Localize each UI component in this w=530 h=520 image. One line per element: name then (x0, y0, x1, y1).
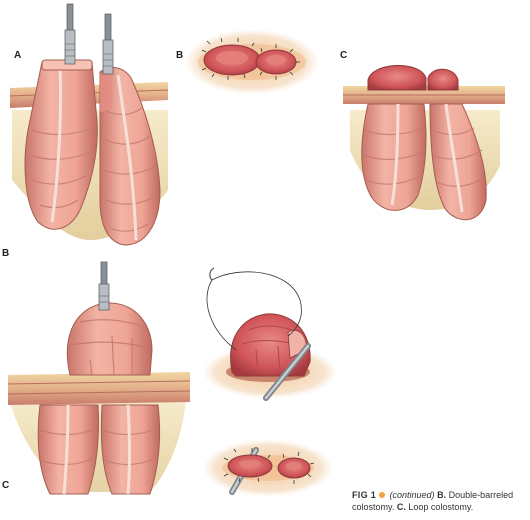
clamp-icon (98, 261, 110, 311)
panel-c-loop-illustration (7, 261, 191, 495)
caption-accent-dot (379, 492, 386, 499)
panel-label-c-top: C (340, 50, 348, 61)
panel-c-illustration (343, 65, 505, 221)
figure-caption: FIG 1 (continued) B. Double-barreled col… (352, 489, 527, 513)
panel-b-top-view (186, 30, 318, 94)
caption-continued: (continued) (389, 490, 435, 500)
panel-label-b-row: B (2, 248, 10, 259)
clamp-icon (102, 13, 114, 75)
caption-b-text: Double-barreled colostomy. (352, 490, 514, 512)
caption-c-text: Loop colostomy. (408, 502, 474, 512)
clamp-icon (64, 3, 76, 65)
caption-fig-number: FIG 1 (352, 490, 377, 500)
suture-needle-icon (206, 267, 302, 351)
panel-c-loop-top-view (204, 440, 332, 496)
panel-c-loop-rod-view (204, 267, 336, 401)
rod-icon (263, 343, 311, 401)
caption-c-label: C. (396, 502, 406, 512)
caption-b-label: B. (437, 490, 447, 500)
panel-label-a: A (14, 50, 22, 61)
panel-label-c-row: C (2, 480, 10, 491)
panel-label-b-top: B (176, 50, 184, 61)
panel-a-illustration (9, 3, 169, 246)
